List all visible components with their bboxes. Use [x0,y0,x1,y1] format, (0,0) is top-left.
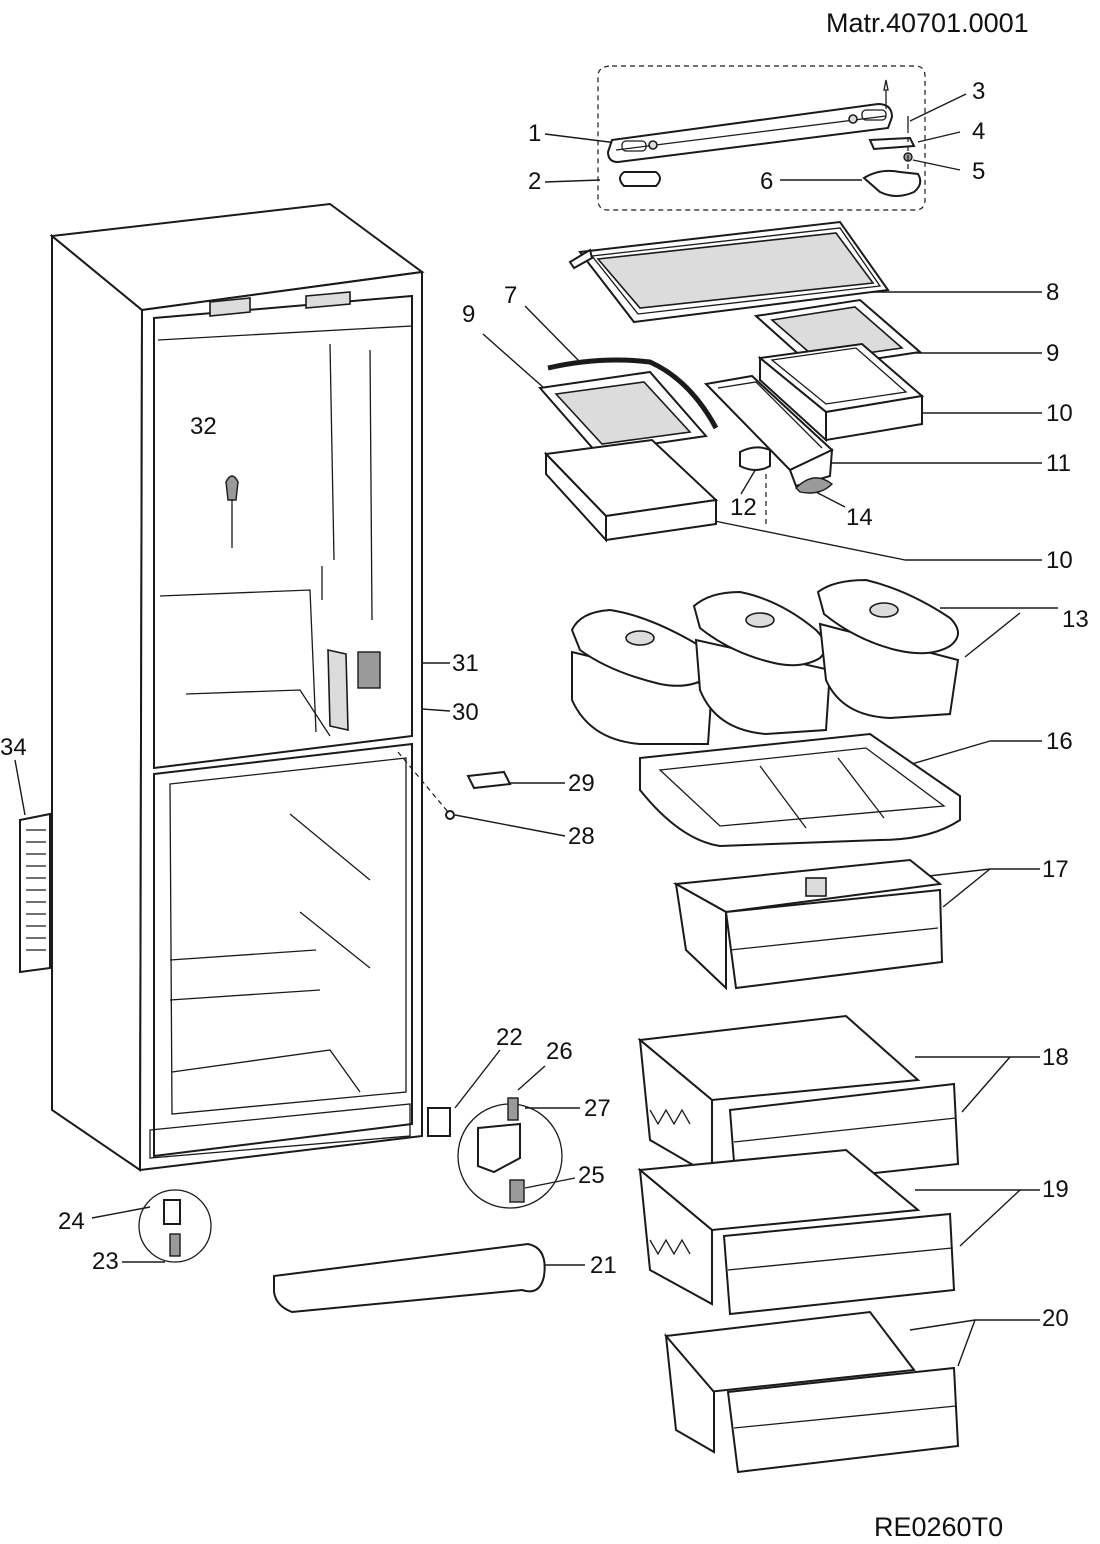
callout-32: 32 [190,413,217,440]
bottom-grille-21 [273,1242,546,1314]
bracket-24 [163,1199,181,1225]
hinge-29 [466,770,512,790]
filter-cover-31 [357,651,381,689]
callout-4: 4 [972,118,986,145]
side-grille-34 [19,812,51,974]
hinge-26 [477,1122,521,1174]
leader-lines [14,93,1058,1367]
drawer-19 [637,1148,956,1316]
callout-19: 19 [1042,1176,1069,1203]
damper-12 [739,446,771,471]
callout-10-left: 10 [1046,547,1073,574]
callout-5: 5 [972,158,986,185]
foot-23 [169,1233,181,1257]
callout-6: 6 [760,168,774,195]
callout-17: 17 [1042,856,1069,883]
handle-cover-plug [619,171,661,187]
callout-16: 16 [1046,728,1073,755]
small-parts [138,751,563,1314]
callout-14: 14 [846,504,873,531]
callout-25: 25 [578,1162,605,1189]
callout-27: 27 [584,1095,611,1122]
foot-detail-circle [138,1189,212,1263]
callout-7: 7 [504,282,518,309]
handle-end-cap [862,169,922,197]
drawer-20 [664,1310,960,1474]
drawer-17 [672,858,944,991]
callout-24: 24 [58,1208,85,1235]
knob-14 [795,477,834,494]
callout-30: 30 [452,699,479,726]
callout-28: 28 [568,823,595,850]
frame-9-left [538,370,708,454]
pin-27 [507,1097,519,1121]
probe-32 [225,475,239,501]
callout-9-left: 9 [462,301,476,328]
handle-bracket [868,136,916,151]
air-channel-11 [703,374,834,528]
callout-31: 31 [452,650,479,677]
callout-11: 11 [1046,450,1071,477]
callout-12: 12 [730,494,757,521]
storage-boxes-13 [570,578,960,745]
foot-25 [509,1179,525,1203]
tray-10-left [543,438,719,543]
callout-10-right: 10 [1046,400,1073,427]
plate-22 [427,1107,451,1137]
callout-21: 21 [590,1252,617,1279]
callout-22: 22 [496,1024,523,1051]
handle-kit-group [597,65,926,211]
refrigerator-cabinet [49,202,425,1172]
callout-34: 34 [0,734,27,761]
drawing-code: RE0260T0 [874,1512,1004,1542]
callout-26: 26 [546,1038,573,1065]
callout-18: 18 [1042,1044,1069,1071]
screw-28 [445,810,455,820]
callout-29: 29 [568,770,595,797]
gasket-7 [547,357,719,430]
callout-3: 3 [972,78,986,105]
drawer-18 [637,1014,960,1190]
tray-10-right [757,342,925,443]
shelf-tray-16 [639,732,961,848]
callout-1: 1 [528,120,542,147]
callout-8: 8 [1046,279,1060,306]
frame-9-right [753,298,923,370]
callout-23: 23 [92,1248,119,1275]
filter-30 [327,648,349,732]
material-number: Matr.40701.0001 [826,8,1029,38]
callout-9-right: 9 [1046,340,1060,367]
callout-20: 20 [1042,1305,1069,1332]
callout-2: 2 [528,168,542,195]
glass-shelf-8 [568,220,890,324]
callout-13: 13 [1062,606,1089,633]
